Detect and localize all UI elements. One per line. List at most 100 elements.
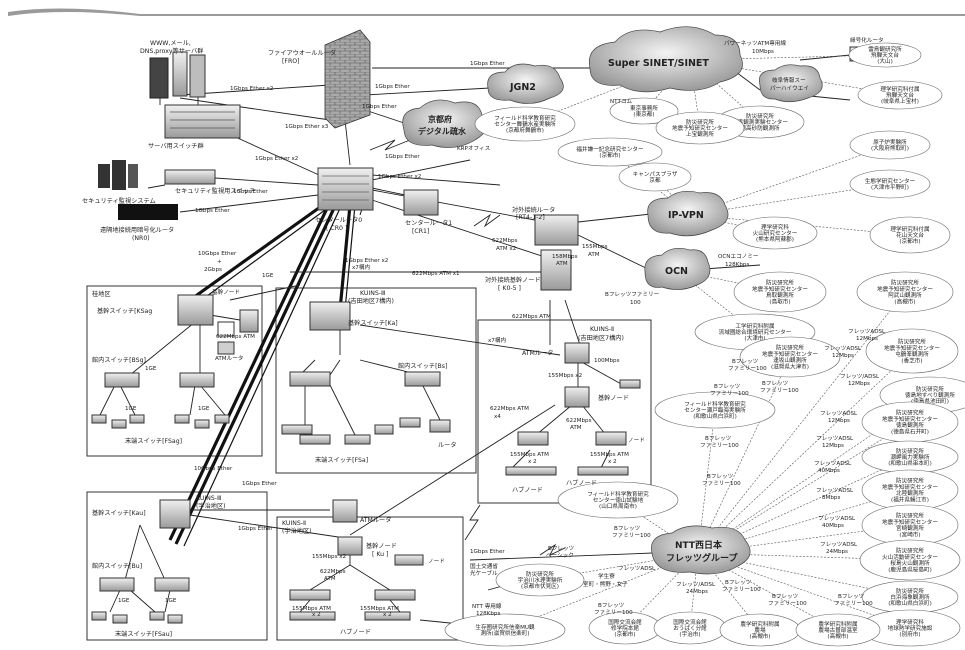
site-label: (京都市伏見区) (521, 582, 559, 590)
site-label: 北陸観測所 (896, 489, 924, 497)
svg-text:1Gbps Ether: 1Gbps Ether (470, 549, 505, 555)
svg-text:x 2: x 2 (312, 612, 321, 618)
svg-text:1Gbps Ether x3: 1Gbps Ether x3 (285, 124, 329, 130)
site-label: 白浜海象観測所 (890, 593, 930, 601)
svg-text:[FRO]: [FRO] (282, 58, 300, 65)
site-label: 地球熱学研究施設 (888, 624, 933, 632)
site-label: 地震予知研究センター (752, 285, 808, 293)
svg-text:基幹ノード: 基幹ノード (366, 542, 397, 550)
yoshida-k3-backbone-icon (309, 301, 351, 331)
site-label: (鹿児島県桜島町) (888, 565, 932, 573)
svg-text:[RT4-1-2]: [RT4-1-2] (516, 214, 545, 221)
site-label: 原子炉実験所 (873, 138, 907, 146)
katsura-edge-switches (91, 414, 230, 429)
site-label: (徳島県石井町) (891, 427, 929, 435)
svg-text:622Mbps: 622Mbps (320, 569, 346, 575)
site-label: 測所(滋賀県信楽町) (480, 629, 529, 637)
site-label: 農場古曽部温室 (818, 626, 858, 634)
site-label: 火山研究センター (753, 229, 798, 237)
site-label: (和歌山県串本町) (888, 459, 932, 467)
svg-text:1GE: 1GE (262, 273, 274, 279)
katsura-area-box (86, 285, 263, 457)
site-label: 防災研究所 (891, 279, 919, 287)
svg-text:OCNエコノミー: OCNエコノミー (718, 253, 759, 260)
site-label: 花山天文台 (896, 231, 924, 239)
center-router1-icon (403, 189, 439, 216)
svg-text:フレッツグループ: フレッツグループ (666, 552, 738, 564)
gifu-highway-cloud: 岐阜情報スー パーハイウエイ (759, 64, 823, 103)
katsura-labels: 桂地区 基幹スイッチ[KSag 基幹ノード 622Mbps ATM ATMルータ… (92, 288, 255, 445)
site-label: (香芝市) (901, 356, 922, 364)
svg-text:622Mbps ATM: 622Mbps ATM (512, 314, 551, 320)
uji-k3-devices (91, 499, 191, 624)
site-label: (岐阜県上宝村) (881, 97, 919, 105)
yoshida-k2-labels: KUINS-Ⅱ (吉田地区7構内) ATMルータ x7構内 100Mbps 15… (488, 326, 645, 494)
site-ellipse (557, 137, 663, 167)
ntt-west-cloud: NTT西日本 フレッツグループ (651, 525, 751, 575)
kyoto-digital-cloud: 京都府 デジタル疏水 (402, 99, 488, 148)
site-label: 雷鳥観研究所 (868, 45, 902, 53)
svg-text:155Mbps ATM: 155Mbps ATM (590, 452, 629, 458)
site-label: 阿武山観測所 (888, 291, 922, 299)
site-label: 防災研究所 (896, 512, 924, 520)
trunk-lines (168, 198, 366, 547)
svg-text:館内スイッチ[BSg]: 館内スイッチ[BSg] (92, 356, 146, 364)
site-ellipse (557, 481, 679, 519)
svg-text:サーバ用スイッチ群: サーバ用スイッチ群 (148, 142, 204, 150)
site-label: (大津市) (744, 334, 765, 342)
site-label: センター徳山試験地 (593, 496, 644, 504)
site-label: 屯鶴峯観測所 (895, 350, 929, 358)
svg-text:100: 100 (630, 300, 641, 306)
site-label: 防災研究所 (526, 570, 554, 578)
super-sinet-cloud: Super SINET/SINET (588, 26, 743, 93)
svg-text:40Mbps: 40Mbps (818, 468, 840, 474)
site-label: (高槻市) (827, 632, 848, 640)
server-rack-icon (149, 51, 206, 99)
svg-text:国土交通省: 国土交通省 (470, 562, 498, 570)
security-system-icon (98, 160, 138, 190)
ip-vpn-label: IP-VPN (668, 210, 704, 221)
svg-text:8Mbps: 8Mbps (822, 495, 840, 501)
svg-text:センタールータ0: センタールータ0 (315, 216, 362, 224)
svg-text:フレッツ/ADSL: フレッツ/ADSL (840, 373, 880, 380)
super-sinet-label: Super SINET/SINET (608, 58, 709, 69)
svg-text:ATM: ATM (570, 425, 582, 431)
svg-text:(吉田地区7構内): (吉田地区7構内) (348, 297, 394, 305)
site-label: 地震予知研究センター (877, 285, 933, 293)
svg-text:フレッツADSL: フレッツADSL (824, 345, 862, 352)
site-label: 地震予知研究センター (882, 518, 938, 526)
svg-text:12Mbps: 12Mbps (828, 418, 850, 424)
svg-text:KRPオフィス: KRPオフィス (457, 145, 491, 152)
svg-text:ノード: ノード (628, 438, 645, 444)
svg-text:WWW,メール,: WWW,メール, (150, 40, 191, 47)
svg-text:155Mbps ATM: 155Mbps ATM (360, 606, 399, 612)
site-label: 飛騨天文台 (871, 51, 899, 59)
svg-text:基幹ノード: 基幹ノード (212, 288, 240, 296)
svg-text:Bフレッツ: Bフレッツ (732, 358, 759, 365)
svg-text:x 2: x 2 (383, 612, 392, 618)
site-label: 宇治川水理実験所 (518, 576, 563, 584)
site-ellipse (857, 80, 943, 110)
svg-text:フレッツADSL: フレッツADSL (820, 410, 858, 417)
site-label: 理学研究科 (896, 618, 924, 626)
svg-text:ATM: ATM (588, 252, 600, 258)
site-label: (宮崎市) (899, 530, 920, 538)
site-link (697, 421, 911, 554)
header-swoosh (8, 8, 965, 16)
svg-text:KUINS-Ⅱ: KUINS-Ⅱ (282, 520, 306, 527)
jgn2-cloud: JGN2 (487, 63, 564, 104)
site-label: (宇治市) (679, 630, 700, 638)
site-link (697, 409, 716, 554)
svg-text:光ケーブル: 光ケーブル (470, 569, 498, 577)
site-label: (福井県鯖江市) (891, 495, 929, 503)
yoshida-k3-edge (281, 417, 451, 445)
svg-text:x 2: x 2 (608, 459, 617, 465)
site-label: (別府市) (899, 630, 920, 638)
